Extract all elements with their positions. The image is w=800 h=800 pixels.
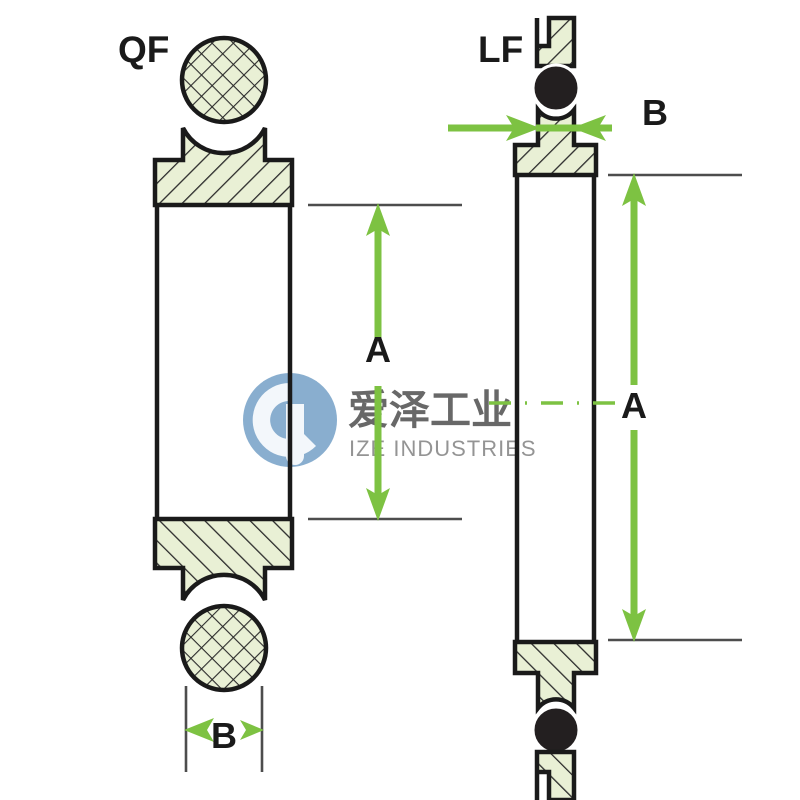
lf-top-oring xyxy=(531,63,581,113)
lf-bore-walls xyxy=(514,175,597,642)
lf-b-dimension-label: B xyxy=(642,92,668,133)
dimension-lf-b: B xyxy=(448,92,668,141)
lf-a-dimension-label: A xyxy=(621,385,647,426)
qf-bore-walls xyxy=(154,205,293,519)
dimension-lf-a: A xyxy=(608,173,742,642)
lf-top-cap xyxy=(534,15,577,69)
qf-top-body xyxy=(152,126,295,208)
qf-bottom-energizer-ring xyxy=(179,603,269,693)
qf-top-energizer-ring xyxy=(179,35,269,125)
qf-b-arrowhead-right xyxy=(240,720,264,740)
qf-b-arrowhead-left xyxy=(184,718,214,742)
qf-a-arrowhead-up xyxy=(366,203,390,236)
qf-view-label: QF xyxy=(118,29,169,70)
watermark: 爱泽工业 IZE INDUSTRIES xyxy=(243,373,536,467)
qf-view: QF xyxy=(118,29,295,693)
lf-view: LF xyxy=(478,15,599,800)
lf-top-body xyxy=(512,103,599,178)
qf-bottom-body xyxy=(152,516,295,602)
qf-a-dimension-label: A xyxy=(365,329,391,370)
watermark-text-cn: 爱泽工业 xyxy=(348,386,512,434)
qf-b-dimension-label: B xyxy=(211,715,237,756)
lf-bottom-body xyxy=(512,639,599,715)
qf-a-arrowhead-down xyxy=(366,488,390,521)
lf-a-arrowhead-down xyxy=(622,609,646,642)
lf-bottom-oring xyxy=(531,705,581,755)
dimension-qf-a: A xyxy=(308,203,462,521)
dimension-qf-b: B xyxy=(184,686,264,772)
lf-a-arrowhead-up xyxy=(622,173,646,206)
lf-b-arrowhead-left xyxy=(506,115,540,141)
lf-b-arrowhead-right xyxy=(572,115,606,141)
lf-view-label: LF xyxy=(478,29,523,70)
lf-bottom-cap xyxy=(534,749,577,800)
